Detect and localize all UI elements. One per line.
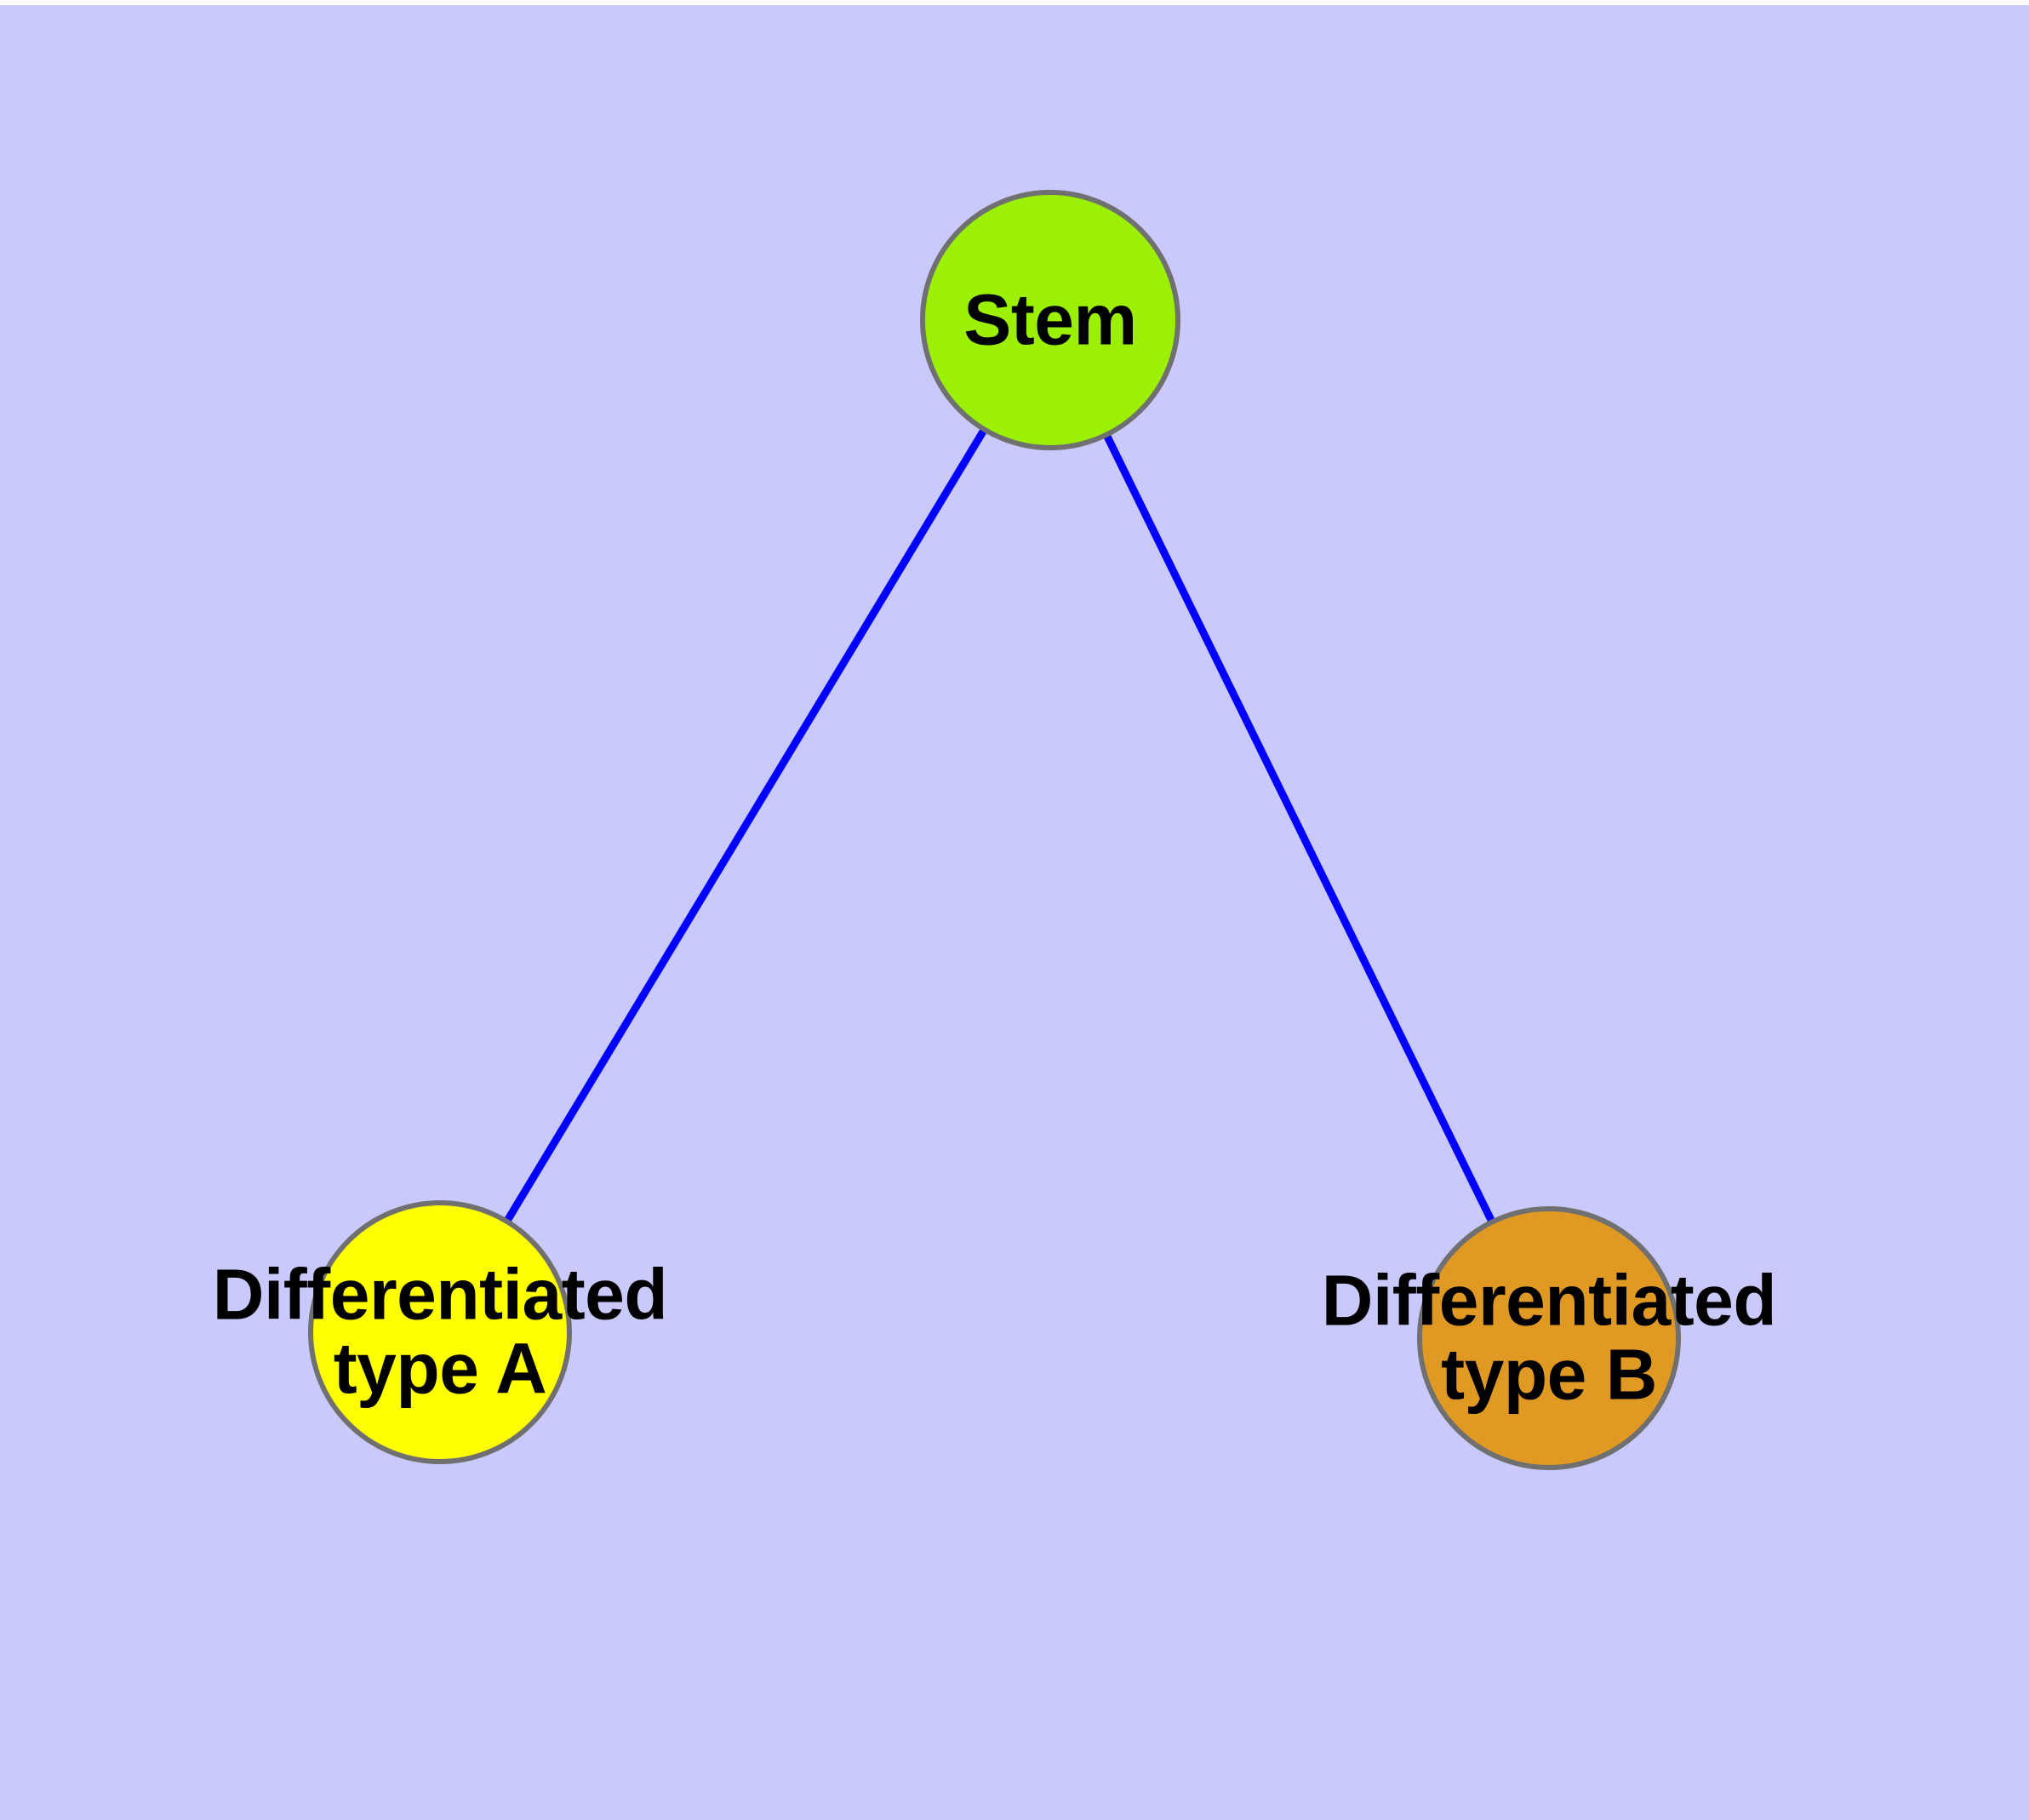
node-circle-diff-b[interactable] xyxy=(1417,1206,1681,1470)
edges-layer xyxy=(502,425,1497,1227)
edge-stem-diff-b xyxy=(1101,431,1497,1227)
nodes-layer xyxy=(308,190,1681,1470)
node-circle-stem[interactable] xyxy=(920,190,1180,450)
edge-stem-diff-a xyxy=(502,425,989,1226)
node-circle-diff-a[interactable] xyxy=(308,1200,572,1464)
